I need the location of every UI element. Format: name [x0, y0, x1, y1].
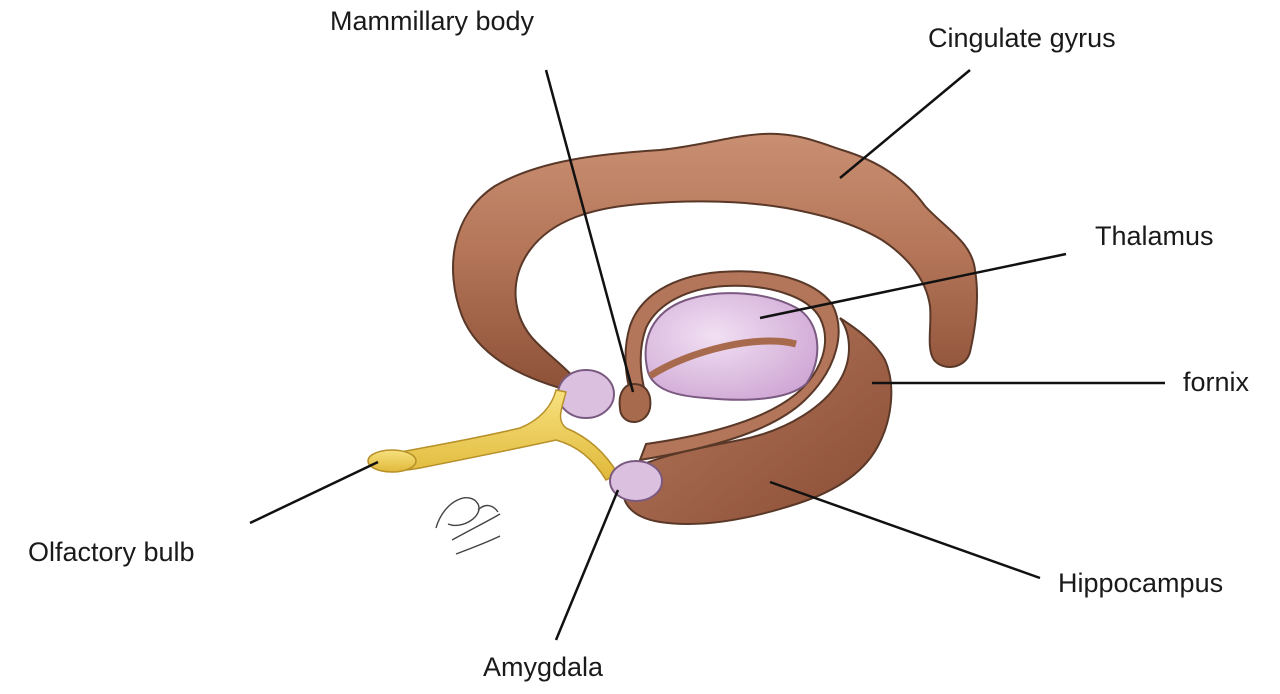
septal-knob-shape: [557, 369, 615, 419]
leader-hippocampus: [769, 480, 1041, 580]
thalamus-inner-fornix-band: [648, 337, 797, 379]
cingulate-gyrus-shape: [452, 132, 979, 390]
amygdala-shape: [609, 460, 663, 502]
leader-thalamus: [759, 252, 1067, 320]
olfactory-bulb-shape: [367, 449, 417, 473]
label-cingulate-gyrus: Cingulate gyrus: [928, 23, 1116, 53]
olfactory-tract-shape: [379, 389, 620, 481]
leader-mammillary: [544, 69, 635, 393]
mammillary-body-shape: [618, 382, 652, 424]
leader-amygdala: [554, 489, 620, 641]
label-thalamus: Thalamus: [1095, 221, 1214, 251]
artist-signature: [435, 497, 501, 555]
label-hippocampus: Hippocampus: [1058, 568, 1224, 598]
leader-cingulate: [839, 69, 971, 179]
leader-olfactory: [249, 460, 379, 525]
label-mammillary-body: Mammillary body: [330, 6, 535, 36]
hippocampus-shape: [622, 317, 893, 525]
label-olfactory-bulb: Olfactory bulb: [28, 537, 195, 567]
leader-lines: [249, 69, 1165, 641]
label-amygdala: Amygdala: [483, 652, 604, 682]
label-fornix: fornix: [1183, 367, 1250, 397]
